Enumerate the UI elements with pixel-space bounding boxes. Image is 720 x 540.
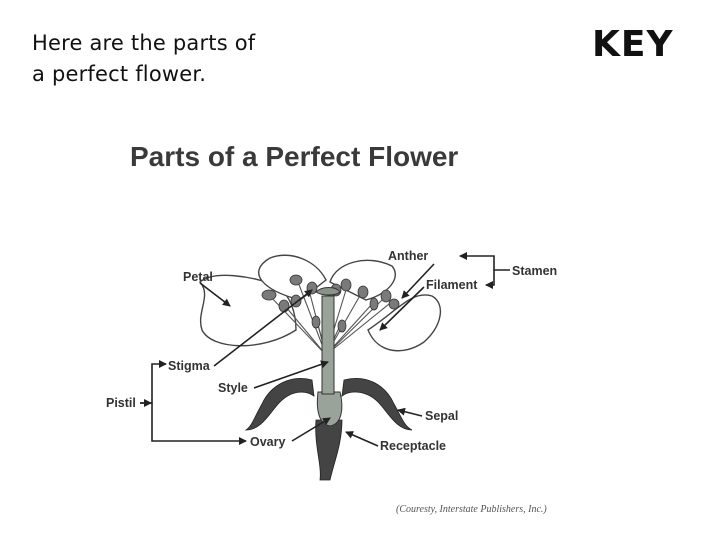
intro-text: Here are the parts of a perfect flower.	[32, 28, 302, 90]
label-filament: Filament	[426, 278, 478, 292]
label-sepal: Sepal	[425, 409, 458, 423]
style	[321, 295, 335, 395]
label-ovary: Ovary	[250, 435, 285, 449]
label-style: Style	[218, 381, 248, 395]
arrow-filament	[379, 286, 425, 331]
sepals	[244, 378, 413, 431]
diagram-title: Parts of a Perfect Flower	[130, 141, 458, 172]
arrow-stigma	[213, 289, 313, 367]
arrow-sepal	[397, 407, 423, 417]
leader-arrows	[140, 252, 510, 447]
arrow-pistil-to-stigma	[140, 360, 167, 404]
label-receptacle: Receptacle	[380, 439, 446, 453]
petal-right	[367, 294, 442, 352]
arrow-pistil-to-ovary	[151, 403, 247, 445]
intro-line-2: a perfect flower.	[32, 62, 207, 86]
key-label: KEY	[592, 24, 674, 65]
stigma	[315, 287, 341, 296]
arrow-receptacle	[345, 431, 379, 447]
image-credit: (Couresty, Interstate Publishers, Inc.)	[396, 504, 547, 515]
arrow-anther	[401, 263, 435, 299]
label-petal: Petal	[183, 270, 213, 284]
arrow-stamen-to-anther	[459, 252, 510, 271]
intro-line-1: Here are the parts of	[32, 31, 256, 55]
label-anther: Anther	[388, 249, 428, 263]
label-pistil: Pistil	[106, 396, 136, 410]
petals	[199, 254, 442, 352]
label-stamen: Stamen	[512, 264, 557, 278]
arrow-style	[253, 360, 329, 389]
arrow-stamen-to-filament	[485, 270, 495, 289]
label-stigma: Stigma	[168, 359, 211, 373]
arrow-petal	[199, 282, 231, 307]
arrow-ovary	[291, 417, 331, 442]
pistil	[315, 287, 343, 427]
stem	[315, 419, 343, 481]
